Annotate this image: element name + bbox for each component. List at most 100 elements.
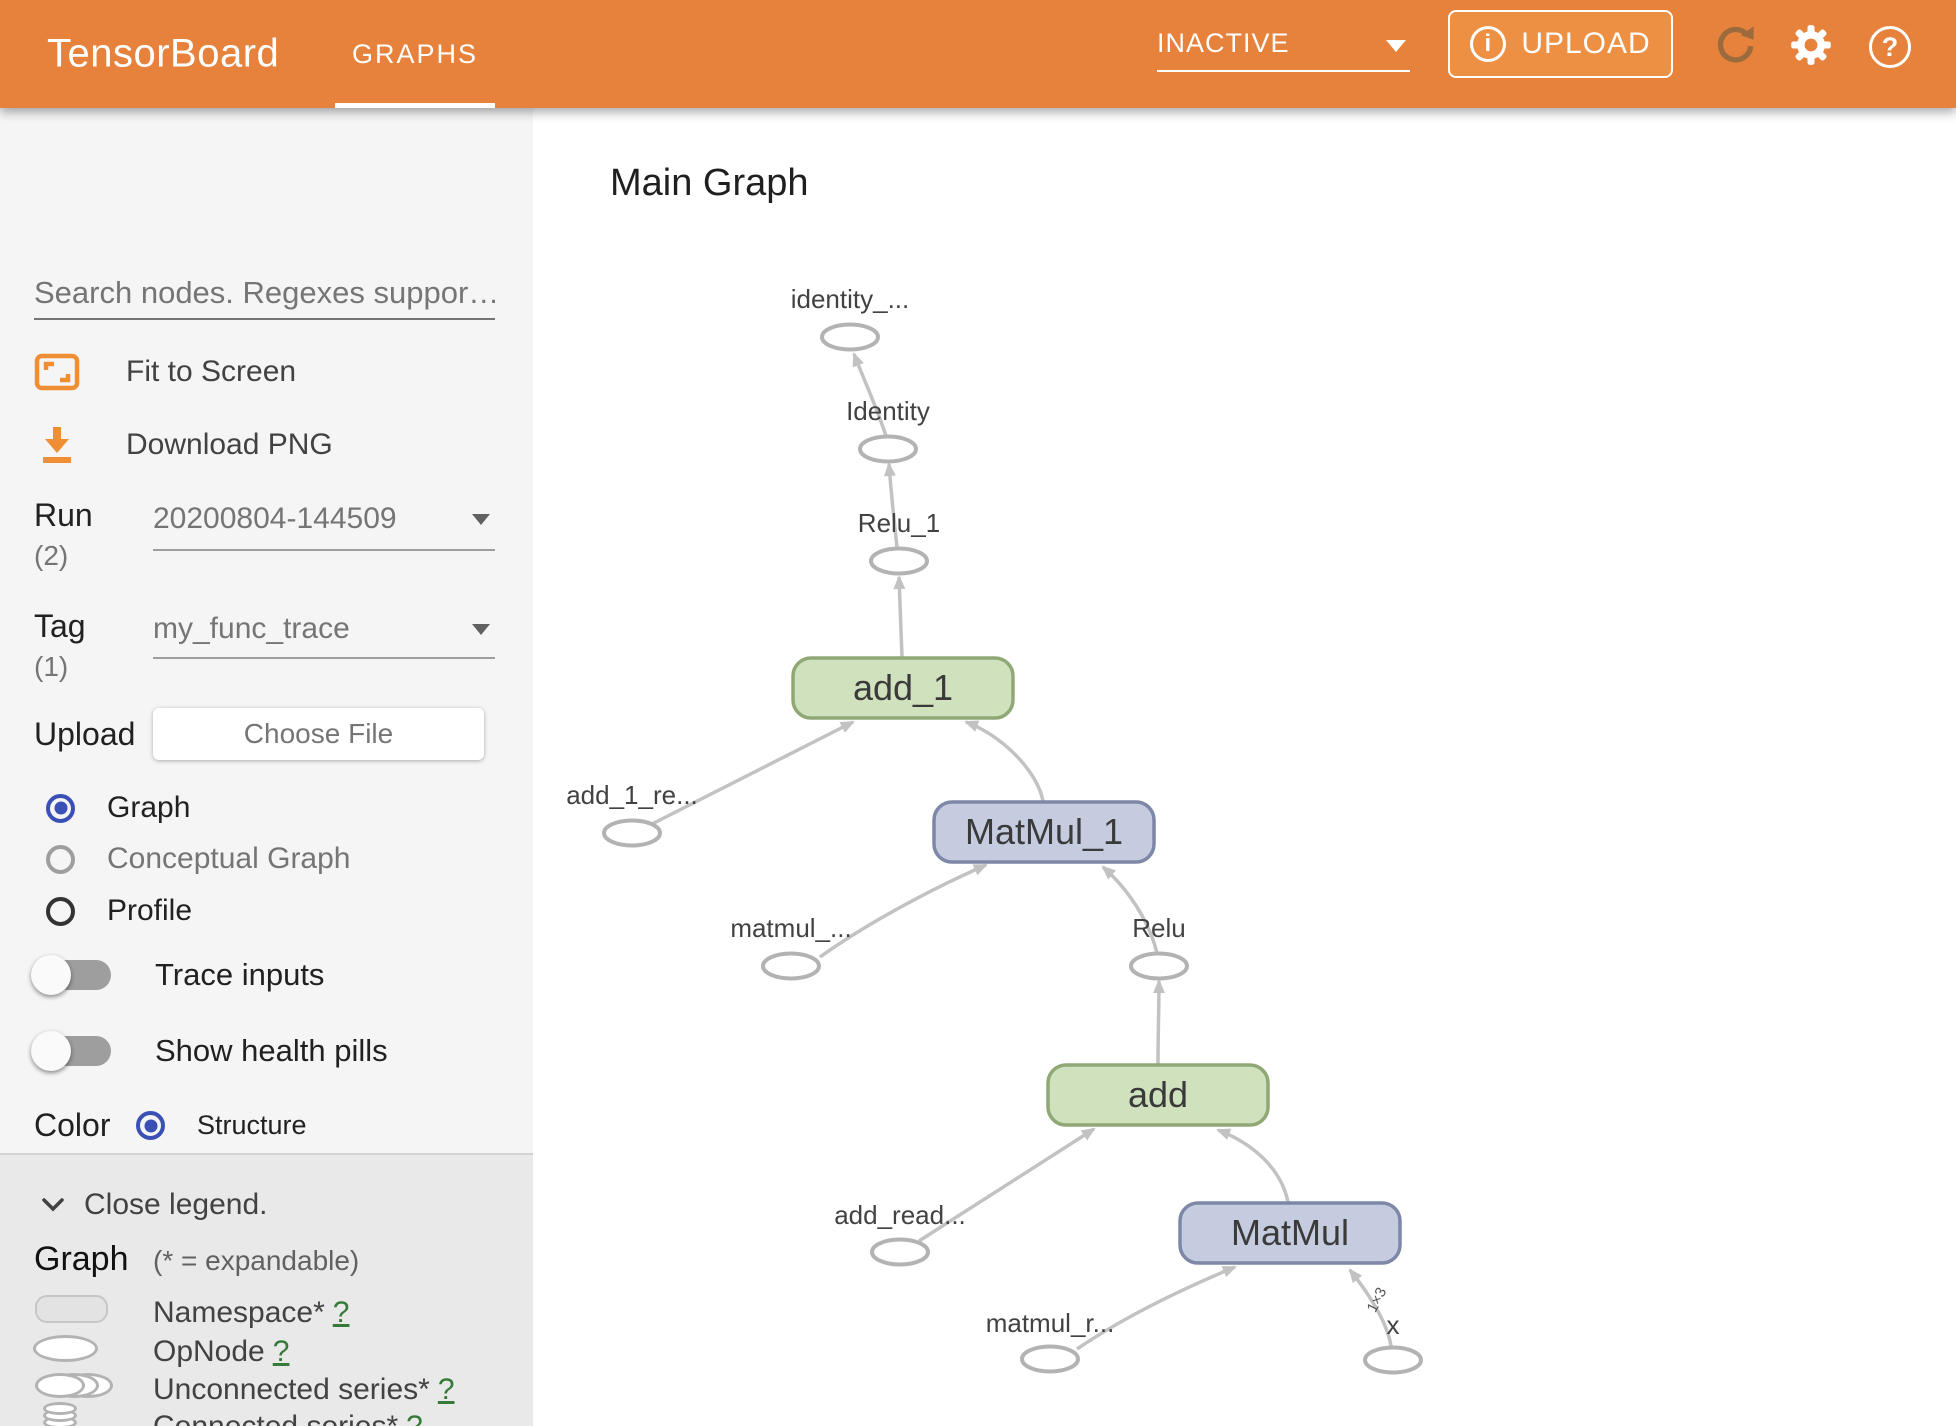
legend-item-connected-series: Connected series*? xyxy=(0,1402,533,1426)
block-node-add_1[interactable]: add_1 xyxy=(791,656,1015,720)
search-input[interactable] xyxy=(34,268,495,320)
edge-add-to-Relu xyxy=(1152,979,1165,1065)
block-node-MatMul_1[interactable]: MatMul_1 xyxy=(932,800,1156,864)
block-node-label: MatMul xyxy=(1231,1212,1349,1253)
color-label: Color xyxy=(34,1107,111,1143)
radio-option-profile[interactable]: Profile xyxy=(46,894,192,928)
sidebar: Fit to Screen Download PNG Run (2) 20200… xyxy=(0,108,533,1426)
run-count: (2) xyxy=(34,540,69,571)
op-node-label: matmul_... xyxy=(730,913,851,943)
app-header: TensorBoard GRAPHS INACTIVE i UPLOAD xyxy=(0,0,1956,108)
close-legend-button[interactable]: Close legend. xyxy=(42,1188,267,1222)
upload-button-label: UPLOAD xyxy=(1521,27,1651,60)
op-node-add_read[interactable]: add_read... xyxy=(834,1200,966,1267)
op-node-Relu_1[interactable]: Relu_1 xyxy=(858,508,940,576)
edge-matmul_read-to-MatMul_1 xyxy=(818,863,988,959)
legend-label: Unconnected series* xyxy=(153,1373,430,1406)
op-node-label: Identity xyxy=(846,396,930,426)
legend-heading: Graph xyxy=(34,1240,129,1278)
radio-profile-label: Profile xyxy=(107,894,193,927)
upload-button[interactable]: i UPLOAD xyxy=(1448,10,1673,78)
show-health-pills-label: Show health pills xyxy=(155,1033,388,1068)
legend-label: Connected series* xyxy=(153,1410,398,1426)
help-glyph: ? xyxy=(1881,31,1899,62)
op-node-label: add_read... xyxy=(834,1200,966,1230)
radio-selected-icon xyxy=(46,793,75,823)
help-link[interactable]: ? xyxy=(406,1410,423,1426)
color-structure-radio[interactable]: Structure xyxy=(136,1110,307,1141)
info-icon: i xyxy=(1470,26,1507,62)
op-node-label: Relu xyxy=(1132,913,1185,943)
block-node-MatMul[interactable]: MatMul xyxy=(1178,1201,1402,1265)
op-node-add_1_read[interactable]: add_1_re... xyxy=(566,780,698,848)
chevron-down-icon xyxy=(1386,40,1406,52)
block-node-add[interactable]: add xyxy=(1046,1063,1270,1127)
legend-label: OpNode xyxy=(153,1335,265,1368)
run-select-value[interactable]: 20200804-144509 xyxy=(153,502,397,535)
radio-option-graph[interactable]: Graph xyxy=(46,791,190,825)
legend-heading-note: (* = expandable) xyxy=(153,1245,360,1276)
help-link[interactable]: ? xyxy=(272,1335,290,1368)
edge-add_read-to-add xyxy=(918,1127,1096,1243)
run-select-caret-icon[interactable] xyxy=(472,514,490,525)
legend-panel: Close legend. Graph (* = expandable) Nam… xyxy=(0,1153,533,1426)
status-dropdown-value: INACTIVE xyxy=(1157,28,1290,58)
edge-Relu-to-MatMul_1 xyxy=(1101,865,1159,954)
radio-selected-icon xyxy=(136,1111,165,1140)
edge-MatMul_1-to-add_1 xyxy=(964,720,1045,802)
status-dropdown-underline xyxy=(1157,70,1410,72)
op-node-x[interactable]: x xyxy=(1363,1310,1423,1375)
tag-select-underline xyxy=(153,657,495,659)
block-node-label: add_1 xyxy=(853,667,953,708)
trace-inputs-toggle[interactable]: Trace inputs xyxy=(31,955,325,995)
edge-x-to-MatMul xyxy=(1348,1268,1393,1347)
fit-to-screen-button[interactable]: Fit to Screen xyxy=(34,352,296,392)
help-link[interactable]: ? xyxy=(437,1373,455,1406)
legend-item-opnode: OpNode? xyxy=(0,1332,533,1372)
tag-select-value[interactable]: my_func_trace xyxy=(153,612,350,645)
run-select-underline xyxy=(153,549,495,551)
radio-unselected-icon xyxy=(46,896,75,926)
edge-add_1_read-to-add_1 xyxy=(651,720,855,826)
op-node-Relu[interactable]: Relu xyxy=(1129,913,1189,981)
tag-count: (1) xyxy=(34,651,69,682)
download-icon xyxy=(43,427,71,463)
op-node-label: Relu_1 xyxy=(858,508,940,538)
op-node-identity_out[interactable]: identity_... xyxy=(791,284,910,352)
tab-active-underline xyxy=(335,103,495,108)
settings-gear-icon[interactable] xyxy=(1790,24,1832,66)
help-icon[interactable]: ? xyxy=(1869,26,1911,68)
radio-option-conceptual-graph[interactable]: Conceptual Graph xyxy=(46,842,351,876)
legend-item-namespace: Namespace*? xyxy=(0,1293,533,1333)
op-node-label: x xyxy=(1387,1310,1400,1340)
opnode-icon xyxy=(33,1335,98,1362)
edge-matmul_r-to-MatMul xyxy=(1076,1265,1237,1351)
choose-file-button[interactable]: Choose File xyxy=(153,708,484,760)
tag-label: Tag xyxy=(34,608,86,644)
help-link[interactable]: ? xyxy=(332,1296,350,1329)
trace-inputs-label: Trace inputs xyxy=(155,957,325,992)
refresh-icon[interactable] xyxy=(1714,24,1756,66)
op-node-label: identity_... xyxy=(791,284,910,314)
download-png-button[interactable]: Download PNG xyxy=(34,424,333,466)
op-node-matmul_r[interactable]: matmul_r... xyxy=(986,1308,1115,1374)
edge-Identity-to-identity_out xyxy=(852,352,888,437)
radio-unselected-icon xyxy=(46,844,75,874)
main-graph-title: Main Graph xyxy=(610,162,809,204)
close-legend-label: Close legend. xyxy=(84,1188,268,1221)
tab-graphs[interactable]: GRAPHS xyxy=(351,38,479,69)
edge-Relu_1-to-Identity xyxy=(883,462,899,548)
app-logo: TensorBoard xyxy=(47,31,280,76)
chevron-down-icon xyxy=(42,1198,64,1212)
fit-to-screen-label: Fit to Screen xyxy=(126,355,297,388)
block-node-label: MatMul_1 xyxy=(965,811,1123,852)
op-node-matmul_read[interactable]: matmul_... xyxy=(730,913,852,981)
op-node-Identity[interactable]: Identity xyxy=(846,396,930,464)
legend-label: Namespace* xyxy=(153,1296,325,1329)
show-health-pills-toggle[interactable]: Show health pills xyxy=(31,1031,388,1071)
tag-select-caret-icon[interactable] xyxy=(472,624,490,635)
status-dropdown[interactable]: INACTIVE xyxy=(1157,28,1410,72)
fit-to-screen-icon xyxy=(34,353,80,391)
